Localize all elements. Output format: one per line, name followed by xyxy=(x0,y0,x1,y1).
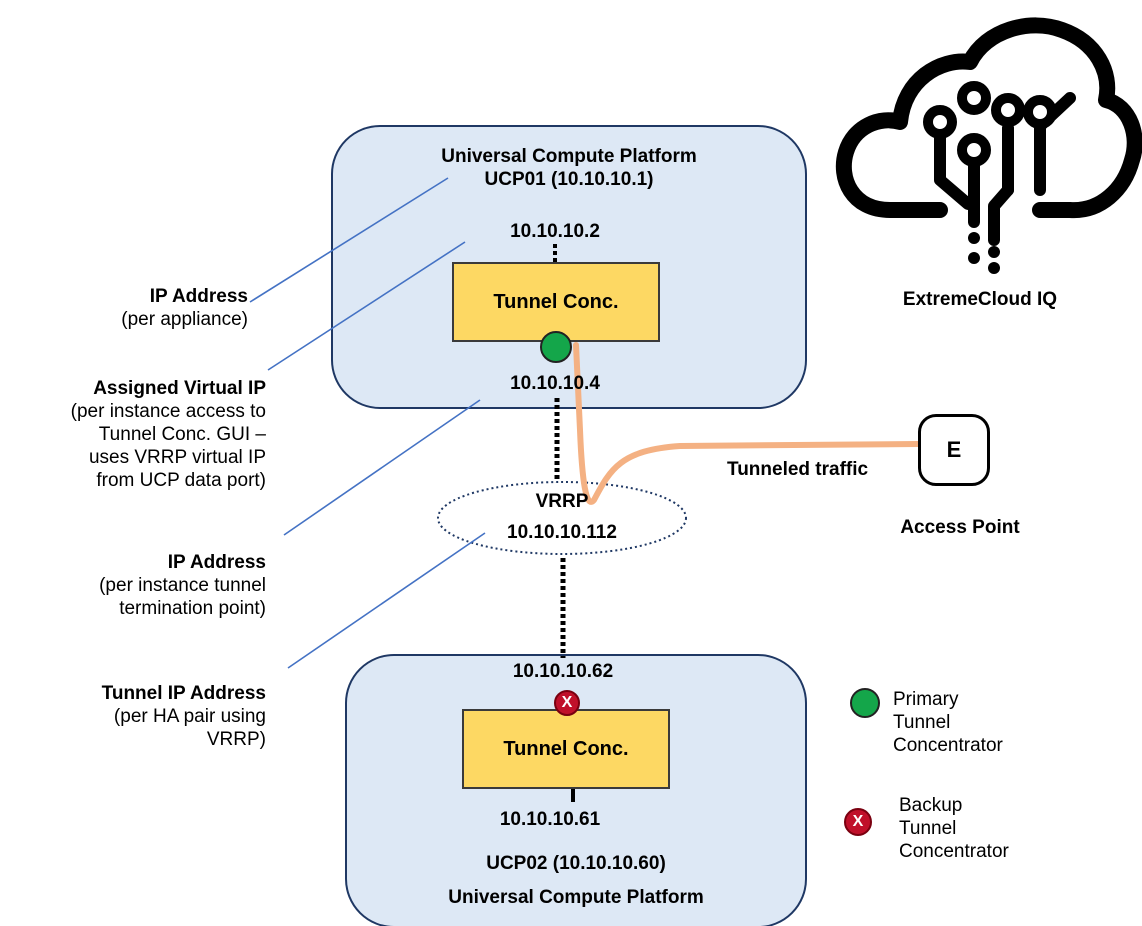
vrrp-label: VRRP xyxy=(535,491,589,512)
legend-backup-line: Concentrator xyxy=(899,841,1009,862)
annotation-3: IP Address (per instance tunnel terminat… xyxy=(0,551,266,620)
access-point-icon[interactable]: E xyxy=(918,414,990,486)
ucp02-subtitle: UCP02 (10.10.10.60) xyxy=(486,853,666,874)
legend-primary-line: Concentrator xyxy=(893,735,1003,756)
annotation-4-line: VRRP) xyxy=(206,729,266,750)
annotation-3-title: IP Address xyxy=(167,552,266,573)
annotation-2-line: from UCP data port) xyxy=(96,470,266,491)
annotation-4: Tunnel IP Address (per HA pair using VRR… xyxy=(0,682,266,751)
annotation-4-title: Tunnel IP Address xyxy=(101,683,266,704)
tc-bottom-ip-lower: 10.10.10.61 xyxy=(499,809,601,830)
primary-status-dot xyxy=(540,331,572,363)
cloud-circuit-nodes xyxy=(923,81,1057,167)
tc-top-ip-upper: 10.10.10.2 xyxy=(510,221,600,242)
legend-backup-line: Backup xyxy=(899,795,963,816)
tunnel-conc-bottom[interactable]: Tunnel Conc. xyxy=(462,709,670,789)
annotation-2: Assigned Virtual IP (per instance access… xyxy=(0,377,266,492)
tunnel-conc-top[interactable]: Tunnel Conc. xyxy=(452,262,660,342)
backup-status-icon: X xyxy=(554,690,580,716)
cloud-label: ExtremeCloud IQ xyxy=(902,289,1058,310)
ucp01-subtitle: UCP01 (10.10.10.1) xyxy=(484,169,654,190)
tc-bottom-ip-upper: 10.10.10.62 xyxy=(512,661,614,682)
legend-primary: Primary Tunnel Concentrator xyxy=(893,688,1003,757)
leader-line-2 xyxy=(267,241,466,371)
annotation-1: IP Address (per appliance) xyxy=(0,285,248,331)
annotation-2-line: uses VRRP virtual IP xyxy=(88,447,266,468)
annotation-4-line: (per HA pair using xyxy=(113,706,266,727)
legend-primary-icon xyxy=(850,688,880,718)
annotation-2-title: Assigned Virtual IP xyxy=(93,378,266,399)
legend-primary-line: Tunnel xyxy=(893,712,951,733)
legend-backup: Backup Tunnel Concentrator xyxy=(899,794,1009,863)
leader-line-3 xyxy=(283,399,481,536)
annotation-2-line: (per instance access to xyxy=(70,401,266,422)
legend-primary-line: Primary xyxy=(893,689,959,710)
annotation-1-title: IP Address xyxy=(149,286,248,307)
cloud-icon xyxy=(835,17,1142,246)
annotation-1-line: (per appliance) xyxy=(121,309,248,330)
vrrp-ellipse xyxy=(437,481,687,555)
ucp02-title: Universal Compute Platform xyxy=(448,887,704,908)
ucp01-title: Universal Compute Platform xyxy=(441,146,697,167)
tunnel-conc-top-label: Tunnel Conc. xyxy=(493,290,619,313)
annotation-3-line: termination point) xyxy=(119,598,266,619)
vrrp-ip: 10.10.10.112 xyxy=(507,522,617,543)
legend-backup-icon: X xyxy=(844,808,872,836)
cloud-dots xyxy=(968,232,1000,274)
tunneled-traffic-path xyxy=(573,342,921,505)
ucp02-box xyxy=(345,654,807,926)
tunnel-conc-bottom-label: Tunnel Conc. xyxy=(503,737,629,760)
tc-top-ip-lower: 10.10.10.4 xyxy=(510,373,600,394)
tunneled-traffic-label: Tunneled traffic xyxy=(727,459,869,480)
leader-line-4 xyxy=(287,532,486,669)
annotation-2-line: Tunnel Conc. GUI – xyxy=(98,424,266,445)
access-point-label: Access Point xyxy=(900,517,1020,538)
leader-line-1 xyxy=(249,177,449,303)
legend-backup-line: Tunnel xyxy=(899,818,957,839)
annotation-3-line: (per instance tunnel xyxy=(99,575,266,596)
